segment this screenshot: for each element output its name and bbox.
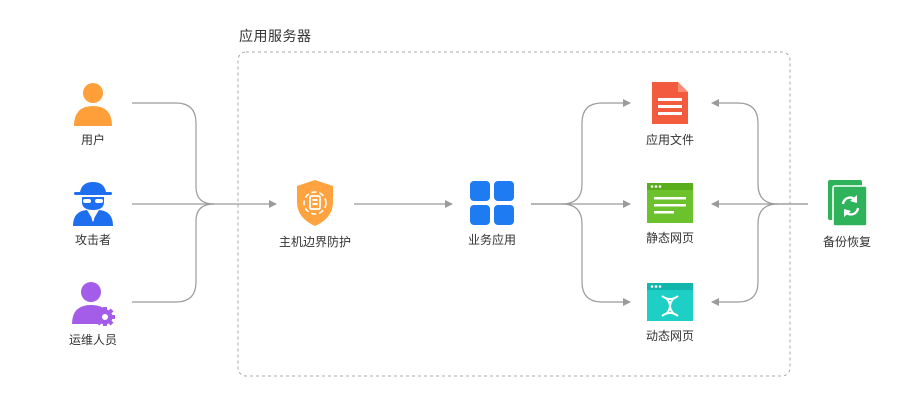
node-host-defense-label: 主机边界防护 [278, 235, 351, 249]
node-static-page-label: 静态网页 [645, 231, 694, 245]
document-icon [652, 82, 688, 124]
backup-restore-icon [828, 180, 868, 227]
dynamic-webpage-icon [647, 283, 693, 321]
shield-icon [297, 180, 333, 226]
connector-app-to-dynamic [561, 203, 631, 306]
app-server-title: 应用服务器 [239, 29, 312, 45]
node-static-page[interactable]: 静态网页 [615, 182, 725, 246]
static-webpage-icon [647, 183, 693, 223]
node-dynamic-page[interactable]: 动态网页 [615, 282, 725, 344]
node-backup-label: 备份恢复 [822, 235, 871, 249]
connector-backup-to-file [711, 99, 808, 205]
node-ops[interactable]: 运维人员 [38, 280, 148, 348]
connector-ops-to-defense [132, 203, 215, 303]
grid-icon [470, 181, 514, 225]
spy-icon [73, 182, 113, 226]
connector-app-to-file [531, 99, 631, 205]
connector-user-to-defense [132, 102, 215, 205]
user-gear-icon [72, 282, 115, 326]
user-icon [74, 83, 112, 126]
node-host-defense[interactable]: 主机边界防护 [260, 178, 370, 250]
node-business-app[interactable]: 业务应用 [437, 180, 547, 248]
node-user-label: 用户 [80, 133, 105, 147]
node-user[interactable]: 用户 [38, 80, 148, 148]
connector-backup-to-dynamic [711, 203, 779, 306]
node-app-file[interactable]: 应用文件 [615, 80, 725, 148]
node-dynamic-page-label: 动态网页 [645, 329, 694, 343]
node-ops-label: 运维人员 [68, 333, 117, 347]
node-attacker[interactable]: 攻击者 [38, 180, 148, 248]
node-app-file-label: 应用文件 [645, 133, 694, 147]
node-business-app-label: 业务应用 [467, 233, 516, 247]
node-backup[interactable]: 备份恢复 [792, 178, 900, 250]
app-server-container [237, 51, 791, 377]
node-attacker-label: 攻击者 [74, 233, 111, 247]
